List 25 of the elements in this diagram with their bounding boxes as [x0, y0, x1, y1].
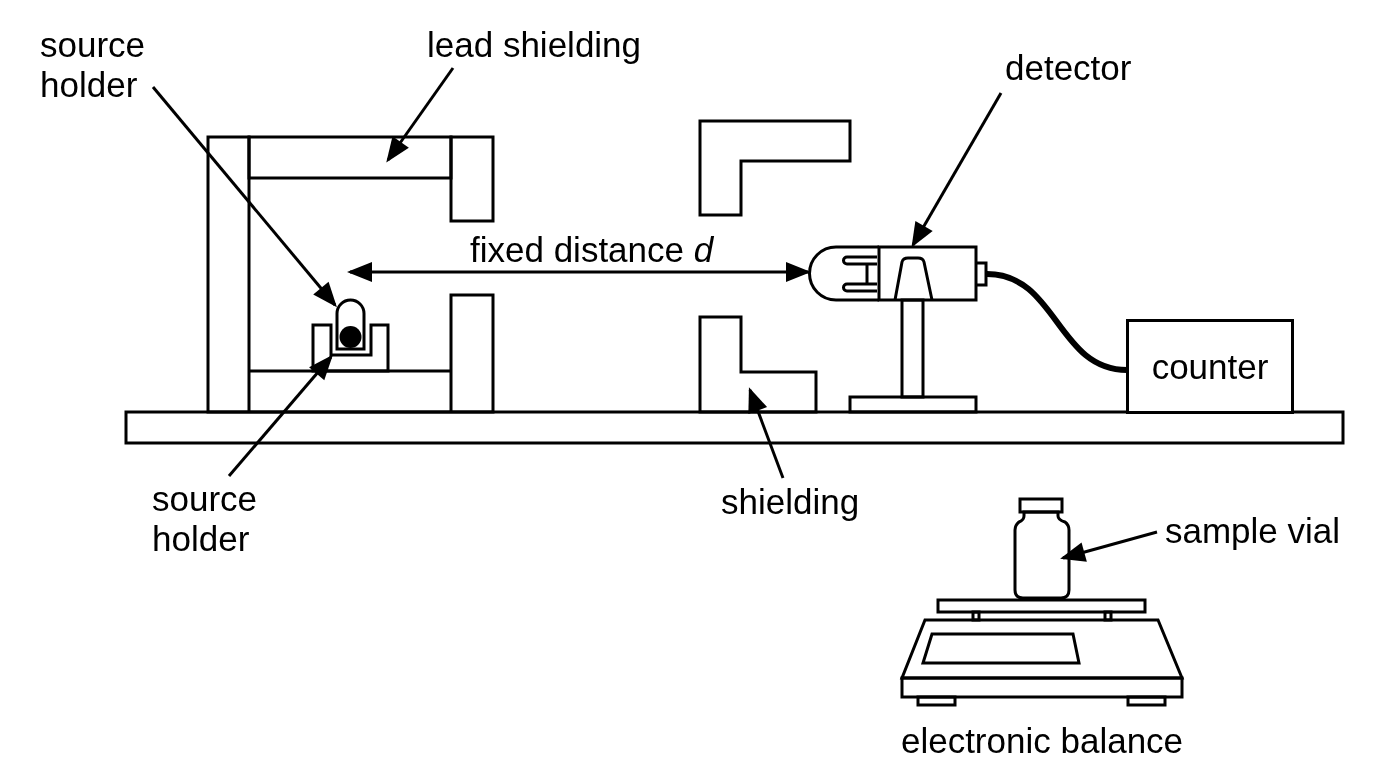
leader-line [748, 387, 785, 479]
cable [986, 271, 1128, 373]
base-board [124, 410, 1345, 445]
part-label: source holder [152, 479, 262, 559]
part-label: source holder [40, 25, 150, 105]
l-shaped-shield [698, 315, 818, 414]
u-shaped-holder [311, 323, 390, 373]
leader-line [227, 354, 333, 477]
detector-on-stand [807, 245, 988, 414]
leader-line [1060, 530, 1158, 562]
leader-line [151, 86, 337, 308]
part-label: detector [1005, 48, 1132, 88]
source-capsule [335, 298, 366, 351]
part-label: electronic balance [900, 721, 1184, 761]
l-shaped-shield [698, 119, 852, 217]
part-label: sample vial [1165, 511, 1341, 551]
sample-vial [1013, 497, 1071, 600]
shield-bar [247, 135, 453, 180]
dimension-arrow [347, 262, 811, 282]
leader-line [386, 67, 455, 163]
counter-box: counter [1126, 319, 1294, 414]
part-label: shielding [721, 482, 860, 522]
part-label: lead shielding [427, 25, 642, 65]
weighing-scale [900, 598, 1184, 707]
leader-line [911, 92, 1003, 248]
